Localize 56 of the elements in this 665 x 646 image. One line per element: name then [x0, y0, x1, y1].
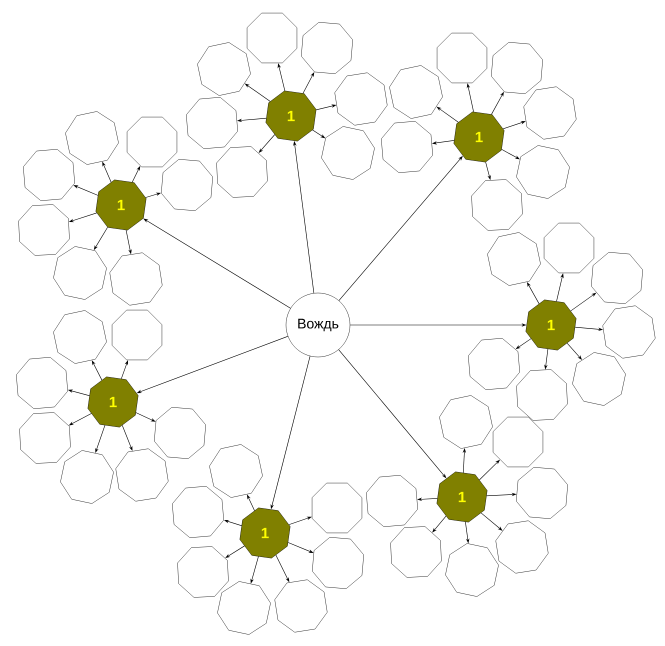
- octagon: [524, 86, 576, 140]
- octagon: [110, 252, 162, 306]
- octagon: [390, 526, 442, 578]
- octagon: [116, 448, 168, 502]
- octagon: [154, 407, 206, 459]
- octagon: [602, 306, 656, 358]
- octagon: [516, 467, 568, 519]
- octagon: [436, 32, 488, 84]
- octagon: [60, 450, 114, 504]
- octagon: [439, 395, 493, 449]
- octagon: [19, 412, 71, 464]
- octagon: [381, 121, 433, 173]
- octagon: [516, 369, 568, 421]
- octagon: [209, 444, 263, 498]
- octagon: [591, 252, 643, 304]
- octagon: [161, 159, 213, 211]
- octagon: [18, 204, 70, 256]
- octagon: [216, 146, 268, 198]
- octagon: [491, 42, 543, 94]
- octagon: [186, 97, 238, 149]
- octagon: [177, 546, 229, 598]
- octagon: [172, 486, 224, 538]
- octagon: [544, 222, 594, 274]
- octagon: [468, 338, 520, 390]
- octagon: [312, 537, 364, 589]
- octagon: [53, 310, 107, 364]
- octagon: [301, 22, 353, 74]
- octagon-node: 1: [526, 300, 576, 350]
- octagon-node: 1: [266, 90, 316, 142]
- octagon: [572, 352, 626, 406]
- octagon: [496, 520, 548, 574]
- octagon: [516, 145, 570, 199]
- octagon: [112, 310, 162, 360]
- octagon: [492, 416, 544, 468]
- octagon: [334, 72, 388, 126]
- octagon: [487, 232, 541, 286]
- octagon: [197, 42, 251, 96]
- octagon-node: 1: [436, 472, 488, 522]
- octagon: [65, 111, 119, 165]
- octagon: [53, 246, 107, 300]
- octagon: [16, 357, 68, 409]
- octagon: [126, 116, 178, 168]
- octagon: [321, 126, 375, 180]
- octagon: [312, 482, 362, 534]
- octagon: [23, 149, 75, 201]
- octagon: [445, 543, 499, 597]
- octagon-node: 1: [240, 508, 290, 558]
- octagon-node: 1: [454, 112, 504, 162]
- octagon: [389, 65, 443, 119]
- octagon: [366, 475, 418, 527]
- octagon: [274, 580, 328, 632]
- octagon-node: 1: [96, 180, 146, 230]
- octagon: [217, 581, 271, 635]
- octagon: [471, 179, 523, 231]
- octagon: [246, 12, 298, 64]
- octagon-node: 1: [88, 376, 138, 428]
